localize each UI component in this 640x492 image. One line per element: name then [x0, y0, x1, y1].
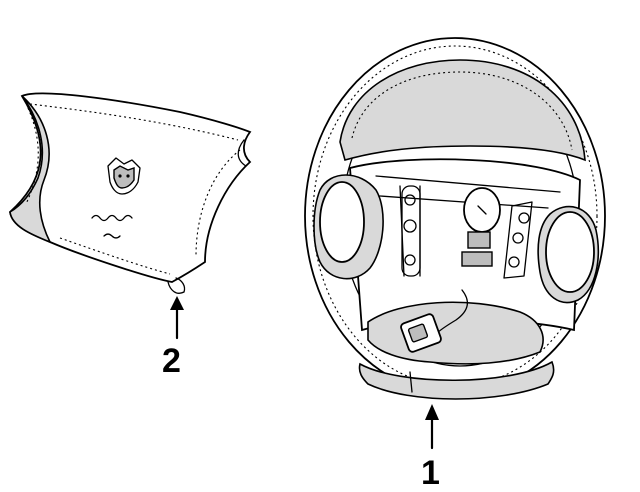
callout-2-leader	[170, 296, 184, 340]
airbag-cover-icon[interactable]	[9, 92, 252, 294]
jaguar-emblem-icon	[107, 157, 141, 195]
steering-wheel-icon[interactable]	[304, 37, 606, 400]
callout-1-label: 1	[421, 454, 440, 492]
callout-2-label: 2	[162, 342, 181, 380]
callout-1-leader	[425, 404, 439, 450]
